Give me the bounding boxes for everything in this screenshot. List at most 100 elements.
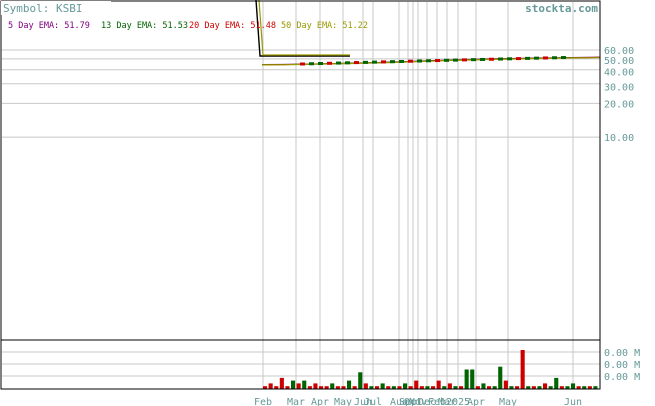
- price-panel-border: [0, 0, 601, 341]
- candle: [390, 60, 395, 64]
- volume-bar: [576, 386, 581, 389]
- y-tick-label: 60.00: [604, 46, 634, 57]
- candle: [309, 62, 314, 66]
- x-tick-label: Aug: [390, 397, 408, 406]
- volume-bar: [285, 386, 290, 389]
- x-tick-label: Feb: [428, 397, 446, 406]
- candle: [462, 58, 467, 62]
- ema50-drop-line: [258, 0, 350, 56]
- legend-ema13: 13 Day EMA: 51.53: [101, 21, 188, 31]
- volume-bar: [330, 383, 335, 389]
- volume-bar: [453, 386, 458, 389]
- vol-tick-label: 0.00 M: [604, 372, 640, 383]
- candle: [363, 60, 368, 64]
- vol-tick-label: 0.00 M: [604, 360, 640, 371]
- volume-bar: [380, 383, 385, 389]
- volume-bar: [537, 386, 542, 389]
- candle: [561, 56, 566, 60]
- legend-ema5: 5 Day EMA: 51.79: [8, 21, 90, 31]
- volume-bar: [358, 372, 363, 389]
- candle: [318, 62, 323, 66]
- ema-legend: 5 Day EMA: 51.79 13 Day EMA: 51.53 20 Da…: [8, 21, 368, 31]
- symbol-box: [1, 1, 111, 15]
- x-tick-label: Nov: [409, 397, 427, 406]
- x-tick-label: May: [499, 397, 517, 406]
- candle: [516, 57, 521, 61]
- candle: [345, 61, 350, 65]
- price-drop-line: [255, 0, 350, 57]
- candle: [489, 57, 494, 61]
- vertical-grid-lines: [262, 2, 574, 389]
- volume-bar: [509, 386, 514, 389]
- candle: [327, 61, 332, 65]
- volume-bar: [274, 386, 279, 389]
- candle: [399, 59, 404, 63]
- candle: [480, 57, 485, 61]
- candle: [471, 58, 476, 62]
- x-tick-label: Jun: [354, 397, 372, 406]
- candle: [507, 57, 512, 61]
- volume-bar: [503, 380, 508, 389]
- volume-bar: [291, 380, 296, 389]
- volume-bar: [414, 380, 419, 389]
- volume-bar: [464, 369, 469, 389]
- candle: [543, 56, 548, 60]
- volume-bar: [498, 366, 503, 389]
- volume-bar: [492, 386, 497, 389]
- volume-bar: [279, 377, 284, 389]
- volume-bar: [543, 383, 548, 389]
- volume-bar: [319, 386, 324, 389]
- header-bar: Symbol: KSBI stockta.com: [1, 1, 598, 15]
- y-tick-label: 10.00: [604, 133, 634, 144]
- candle: [552, 56, 557, 60]
- candle: [525, 56, 530, 60]
- volume-axis: 0.00 M0.00 M0.00 M: [604, 348, 640, 383]
- volume-bar: [369, 386, 374, 389]
- volume-bar: [531, 386, 536, 389]
- volume-panel-border: [0, 339, 601, 390]
- volume-bar: [397, 386, 402, 389]
- volume-bar: [548, 386, 553, 389]
- candle: [381, 60, 386, 64]
- volume-bar: [475, 386, 480, 389]
- candle: [417, 59, 422, 63]
- x-tick-label: Jul: [364, 397, 382, 406]
- candle: [408, 59, 413, 63]
- volume-bar: [582, 386, 587, 389]
- legend-ema50: 50 Day EMA: 51.22: [281, 21, 368, 31]
- x-tick-label: 2025: [446, 397, 470, 406]
- x-tick-label: Apr: [311, 397, 329, 406]
- volume-bar: [459, 386, 464, 389]
- candle: [372, 60, 377, 64]
- x-tick-label: May: [334, 397, 352, 406]
- volume-bar: [470, 369, 475, 389]
- candles: [300, 56, 566, 66]
- volume-bar: [352, 386, 357, 389]
- y-tick-label: 20.00: [604, 99, 634, 110]
- volume-bar: [324, 386, 329, 389]
- volume-bar: [425, 386, 430, 389]
- candle: [453, 58, 458, 62]
- y-tick-label: 50.00: [604, 56, 634, 67]
- volume-bar: [520, 350, 525, 389]
- y-tick-label: 30.00: [604, 83, 634, 94]
- volume-bars: [263, 350, 598, 389]
- volume-bar: [386, 386, 391, 389]
- volume-bar: [554, 377, 559, 389]
- candle: [354, 61, 359, 65]
- volume-bar: [571, 383, 576, 389]
- volume-bar: [403, 383, 408, 389]
- candle: [444, 58, 449, 62]
- volume-bar: [408, 386, 413, 389]
- volume-bar: [431, 386, 436, 389]
- volume-bar: [391, 386, 396, 389]
- volume-bar: [593, 386, 598, 389]
- site-link[interactable]: stockta.com: [525, 2, 598, 15]
- candle: [336, 61, 341, 65]
- volume-bar: [419, 386, 424, 389]
- volume-bar: [307, 386, 312, 389]
- volume-bar: [335, 386, 340, 389]
